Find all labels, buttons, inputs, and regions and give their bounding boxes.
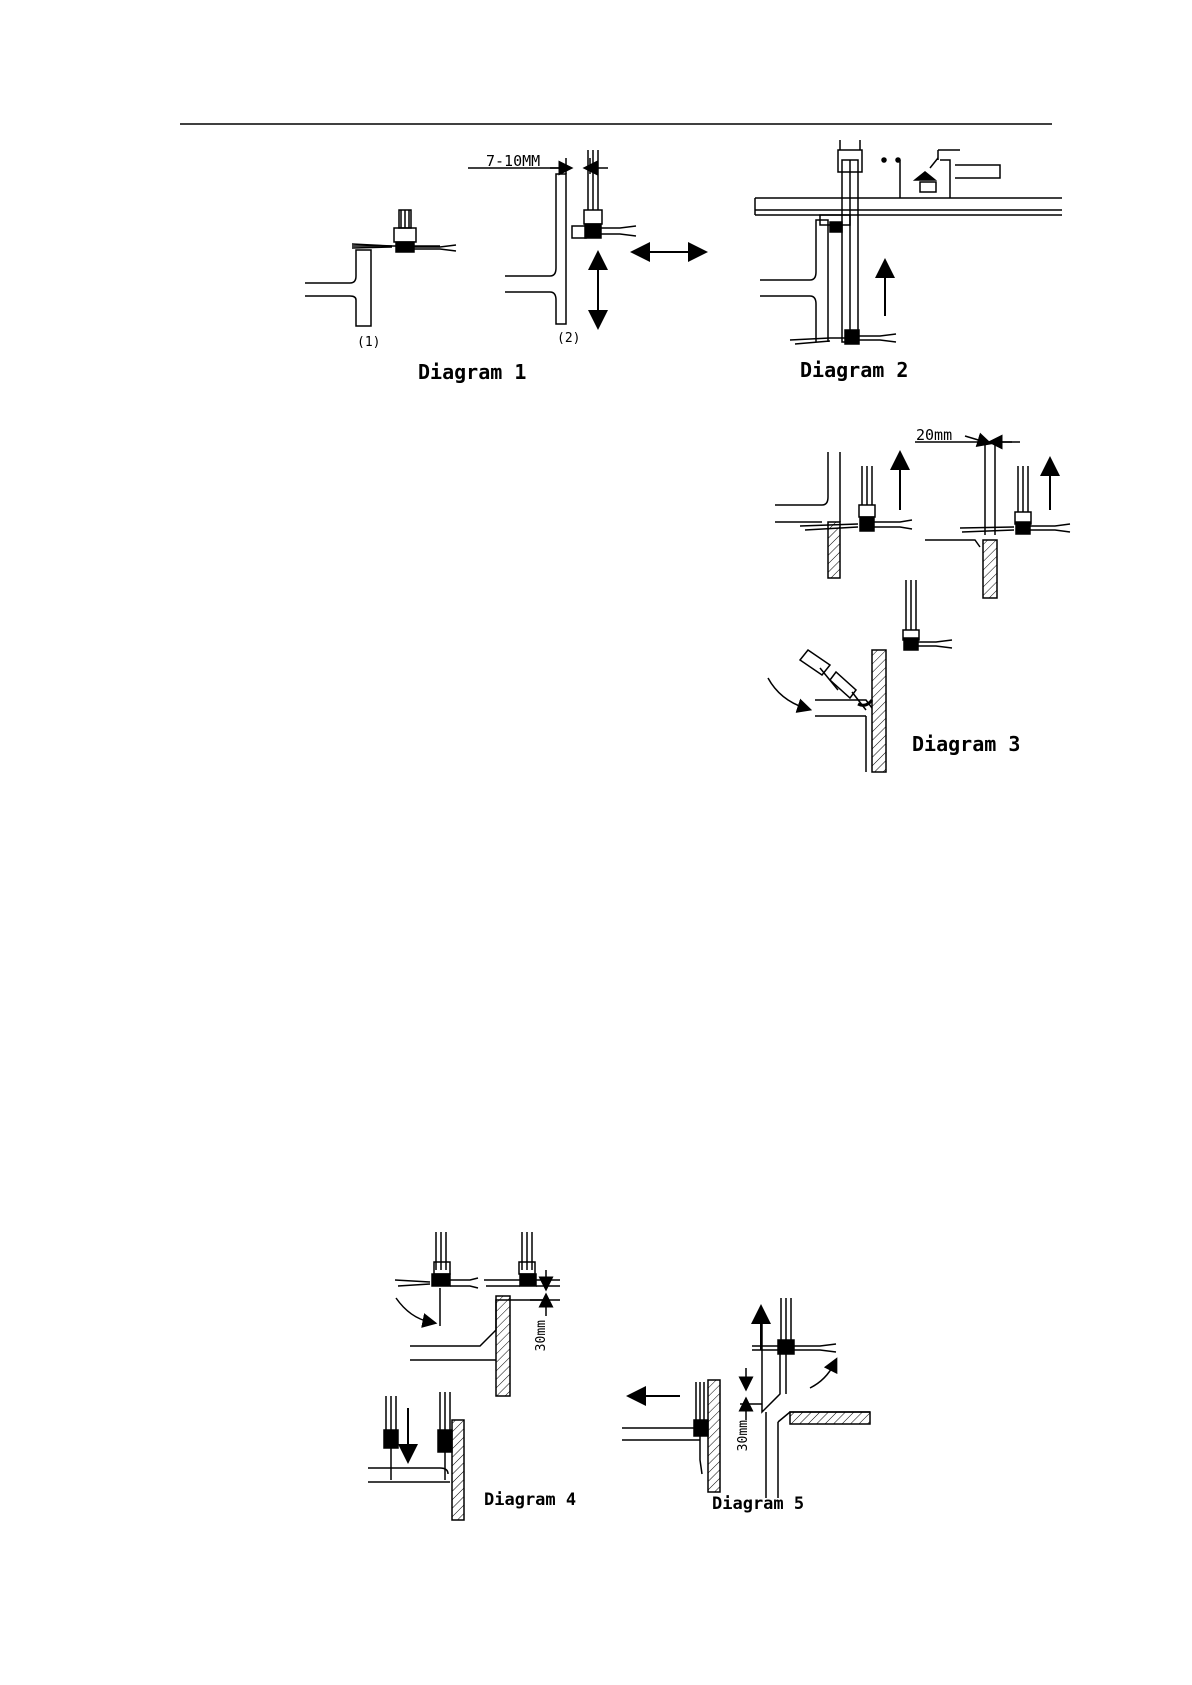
diagram2-caption: Diagram 2	[800, 358, 908, 382]
diagram1-dimension-label: 7-10MM	[486, 152, 540, 170]
diagram1-sub-label-2: (2)	[557, 331, 580, 346]
diagram3-dimension-label: 20mm	[916, 426, 952, 444]
diagram3-caption: Diagram 3	[912, 732, 1020, 756]
diagram2-figure	[755, 140, 1062, 344]
diagram1-sub-label-1: (1)	[357, 335, 380, 350]
diagram3-figure	[768, 436, 1070, 772]
diagram1-torch-1	[352, 210, 456, 252]
diagram3-hammer-icons	[800, 650, 866, 710]
diagram1-torch-2	[572, 150, 636, 238]
diagram1-figure	[305, 150, 698, 326]
diagram4-figure	[368, 1232, 560, 1520]
diagram5-dimension-label: 30mm	[736, 1420, 751, 1451]
diagram5-figure	[622, 1298, 870, 1498]
diagram5-caption: Diagram 5	[712, 1494, 804, 1514]
diagram1-caption: Diagram 1	[418, 360, 526, 384]
diagram4-caption: Diagram 4	[484, 1490, 576, 1510]
diagram4-dimension-label: 30mm	[534, 1320, 549, 1351]
